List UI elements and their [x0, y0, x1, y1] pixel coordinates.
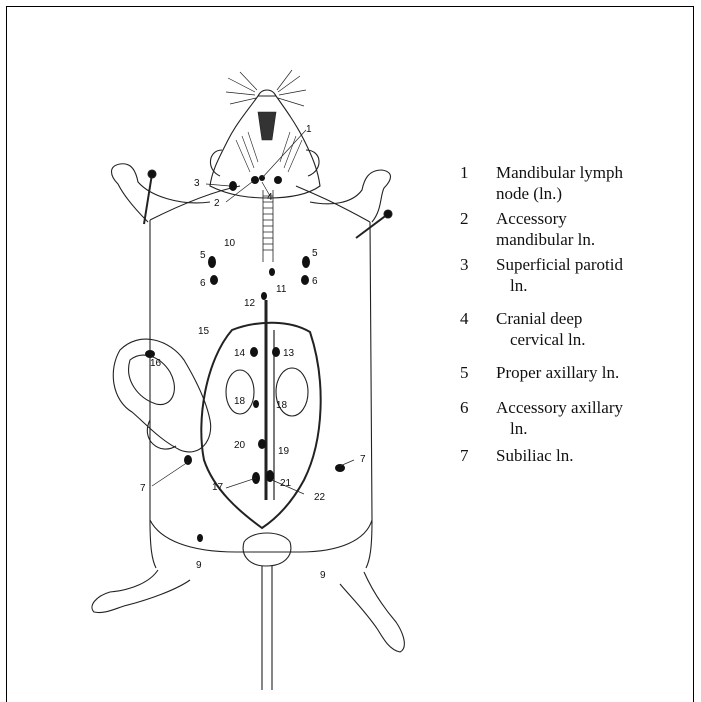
legend-item-5: 5 Proper axillary ln.	[460, 362, 685, 383]
label-10: 10	[224, 238, 236, 249]
legend-label-cont: cervical ln.	[496, 329, 586, 350]
legend-item-7: 7 Subiliac ln.	[460, 445, 685, 466]
label-11: 11	[276, 284, 287, 295]
legend-label: Cranial deep	[496, 309, 582, 328]
label-17: 17	[212, 482, 224, 493]
left-arm	[112, 164, 211, 222]
legend: 1 Mandibular lymph node (ln.) 2 Accessory…	[460, 162, 685, 466]
snout	[258, 90, 276, 96]
right-arm	[310, 170, 391, 222]
label-9-right: 9	[320, 570, 326, 581]
legend-item-2: 2 Accessory mandibular ln.	[460, 208, 685, 250]
label-14: 14	[234, 348, 246, 359]
label-7-right: 7	[360, 454, 366, 465]
legend-label: Superficial parotid	[496, 255, 623, 274]
label-5-left: 5	[200, 250, 206, 261]
whiskers	[226, 70, 306, 106]
label-9-left: 9	[196, 560, 202, 571]
label-18-left: 18	[234, 396, 246, 407]
label-4: 4	[267, 192, 273, 203]
leader-lines	[152, 130, 354, 494]
label-6-right: 6	[312, 276, 318, 287]
label-2: 2	[214, 198, 220, 209]
label-12: 12	[244, 298, 256, 309]
pelvis	[243, 533, 291, 566]
left-hind-leg	[92, 570, 190, 613]
legend-number: 6	[460, 397, 496, 418]
legend-label-cont: node (ln.)	[496, 184, 562, 203]
label-1: 1	[306, 124, 312, 135]
legend-label: Subiliac ln.	[496, 445, 685, 466]
legend-number: 7	[460, 445, 496, 466]
label-22: 22	[314, 492, 326, 503]
abdominal-cavity	[201, 323, 320, 528]
label-20: 20	[234, 440, 246, 451]
label-15: 15	[198, 326, 210, 337]
legend-number: 3	[460, 254, 496, 275]
legend-label: Proper axillary ln.	[496, 362, 685, 383]
legend-label: Mandibular lymph	[496, 163, 623, 182]
right-hind-leg	[340, 572, 404, 652]
legend-number: 5	[460, 362, 496, 383]
label-19: 19	[278, 446, 290, 457]
legend-item-1: 1 Mandibular lymph node (ln.)	[460, 162, 685, 204]
label-5-right: 5	[312, 248, 318, 259]
label-3: 3	[194, 178, 200, 189]
label-13: 13	[283, 348, 295, 359]
label-18-right: 18	[276, 400, 288, 411]
label-21: 21	[280, 478, 292, 489]
legend-number: 4	[460, 308, 496, 329]
label-7-left: 7	[140, 483, 146, 494]
dissection-pins	[144, 170, 392, 238]
head-outline	[210, 96, 320, 198]
intestines	[113, 339, 210, 452]
jaw-muscles	[236, 112, 302, 172]
legend-label-cont: ln.	[496, 275, 527, 296]
legend-label: Accessory axillary	[496, 398, 623, 417]
legend-label: Accessory	[496, 209, 567, 228]
label-6-left: 6	[200, 278, 206, 289]
legend-label-cont: ln.	[496, 418, 527, 439]
label-16: 16	[150, 358, 162, 369]
legend-label-cont: mandibular ln.	[496, 230, 595, 249]
tail	[262, 566, 272, 690]
left-kidney	[226, 370, 254, 414]
legend-number: 1	[460, 162, 496, 183]
legend-number: 2	[460, 208, 496, 229]
